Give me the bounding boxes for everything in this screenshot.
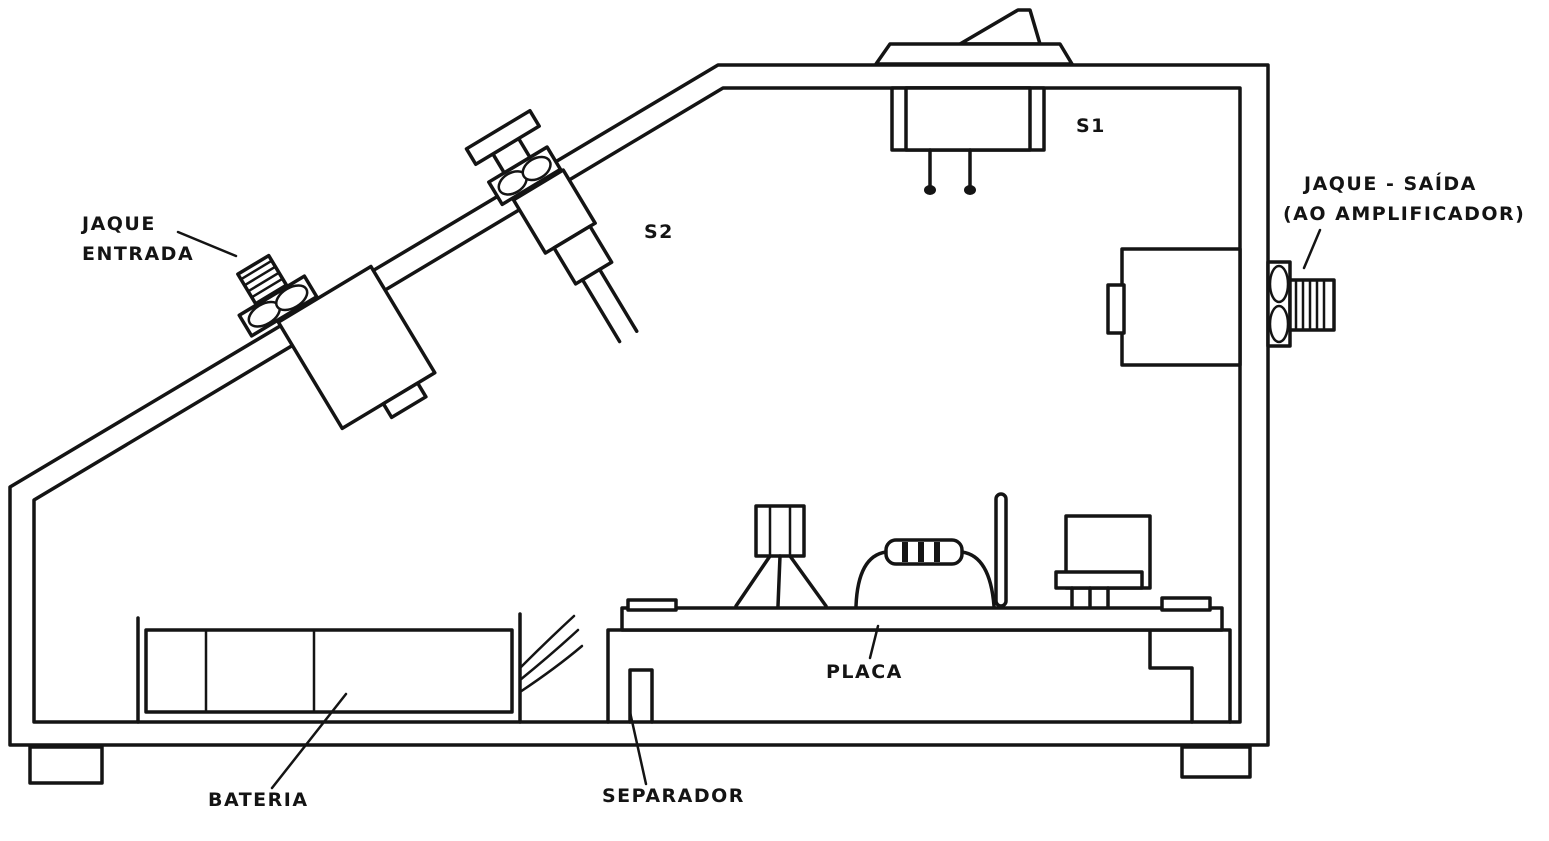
foot-left [28,745,104,785]
s2-nut-face-right [521,155,552,182]
label-jack-output-line2: (AO AMPLIFICADOR) [1283,203,1525,225]
output-jack-body [1120,247,1242,367]
trimmer-pins [1070,586,1110,608]
output-jack-tab [1106,283,1126,335]
capacitor [994,492,1008,608]
s1-body-inner [904,86,1032,152]
leader-lines [176,228,1322,790]
label-jack-input-line1: JAQUE [80,213,156,235]
separator-outline [606,628,1232,724]
input-jack [236,253,437,431]
resistor-band-3 [934,542,940,562]
label-bateria: BATERIA [208,789,309,811]
resistor [854,538,996,608]
s2-pin-right [597,267,639,333]
resistor-lead-left [854,550,888,608]
input-jack-tab [381,381,428,420]
transistor-body [754,504,806,558]
s1-rocker [958,8,1042,46]
output-jack [1106,247,1336,367]
separator [606,628,1232,724]
s1-pin-left-tip [924,185,936,195]
switch-s2 [464,108,639,344]
switch-s1 [874,8,1074,195]
trimmer [1054,514,1152,608]
s1-bezel [874,42,1074,66]
board [620,606,1224,632]
input-jack-thread-lines [239,259,288,305]
battery [136,612,584,724]
battery-wire-3 [518,644,584,694]
labels: JAQUE ENTRADA S2 S1 JAQUE - SAÍDA (AO AM… [80,115,1525,811]
label-s1: S1 [1076,115,1106,137]
circuit-board [620,492,1224,632]
leader-bateria [270,692,348,790]
battery-cell [144,628,514,714]
s1-pin-right-tip [964,185,976,195]
enclosure-feet [28,745,1252,785]
s2-pin-left [580,278,622,344]
board-standoff-left [626,598,678,612]
resistor-lead-right [960,550,996,608]
enclosure [8,63,1270,747]
s2-cap [464,108,541,167]
output-jack-thread-lines [1294,278,1326,332]
transistor [734,504,828,608]
resistor-band-2 [918,542,924,562]
enclosure-outer-wall [8,63,1270,747]
output-jack-nut-face-top [1268,264,1290,304]
foot-right [1180,745,1252,779]
leader-jack-input [176,230,238,258]
battery-wire-2 [518,628,580,682]
resistor-band-1 [902,542,908,562]
transistor-leads [734,554,828,608]
label-separador: SEPARADOR [602,785,745,807]
capacitor-body [994,492,1008,608]
enclosure-inner-wall [32,86,1242,724]
output-jack-nut-face-bottom [1268,304,1290,344]
output-jack-thread [1288,278,1336,332]
separator-step-left [628,668,654,724]
board-standoff-right [1160,596,1212,612]
label-s2: S2 [644,221,674,243]
separator-step-right [1148,628,1194,724]
input-jack-nut-face-right [275,284,309,312]
label-jack-output-line1: JAQUE - SAÍDA [1302,172,1477,195]
battery-wire-1 [518,614,576,670]
s2-lower-body [552,224,614,286]
trimmer-base [1054,570,1144,590]
leader-separador [628,710,648,786]
leader-placa [868,624,880,660]
label-placa: PLACA [826,661,903,683]
leader-jack-output [1302,228,1322,270]
label-jack-input-line2: ENTRADA [82,243,194,265]
